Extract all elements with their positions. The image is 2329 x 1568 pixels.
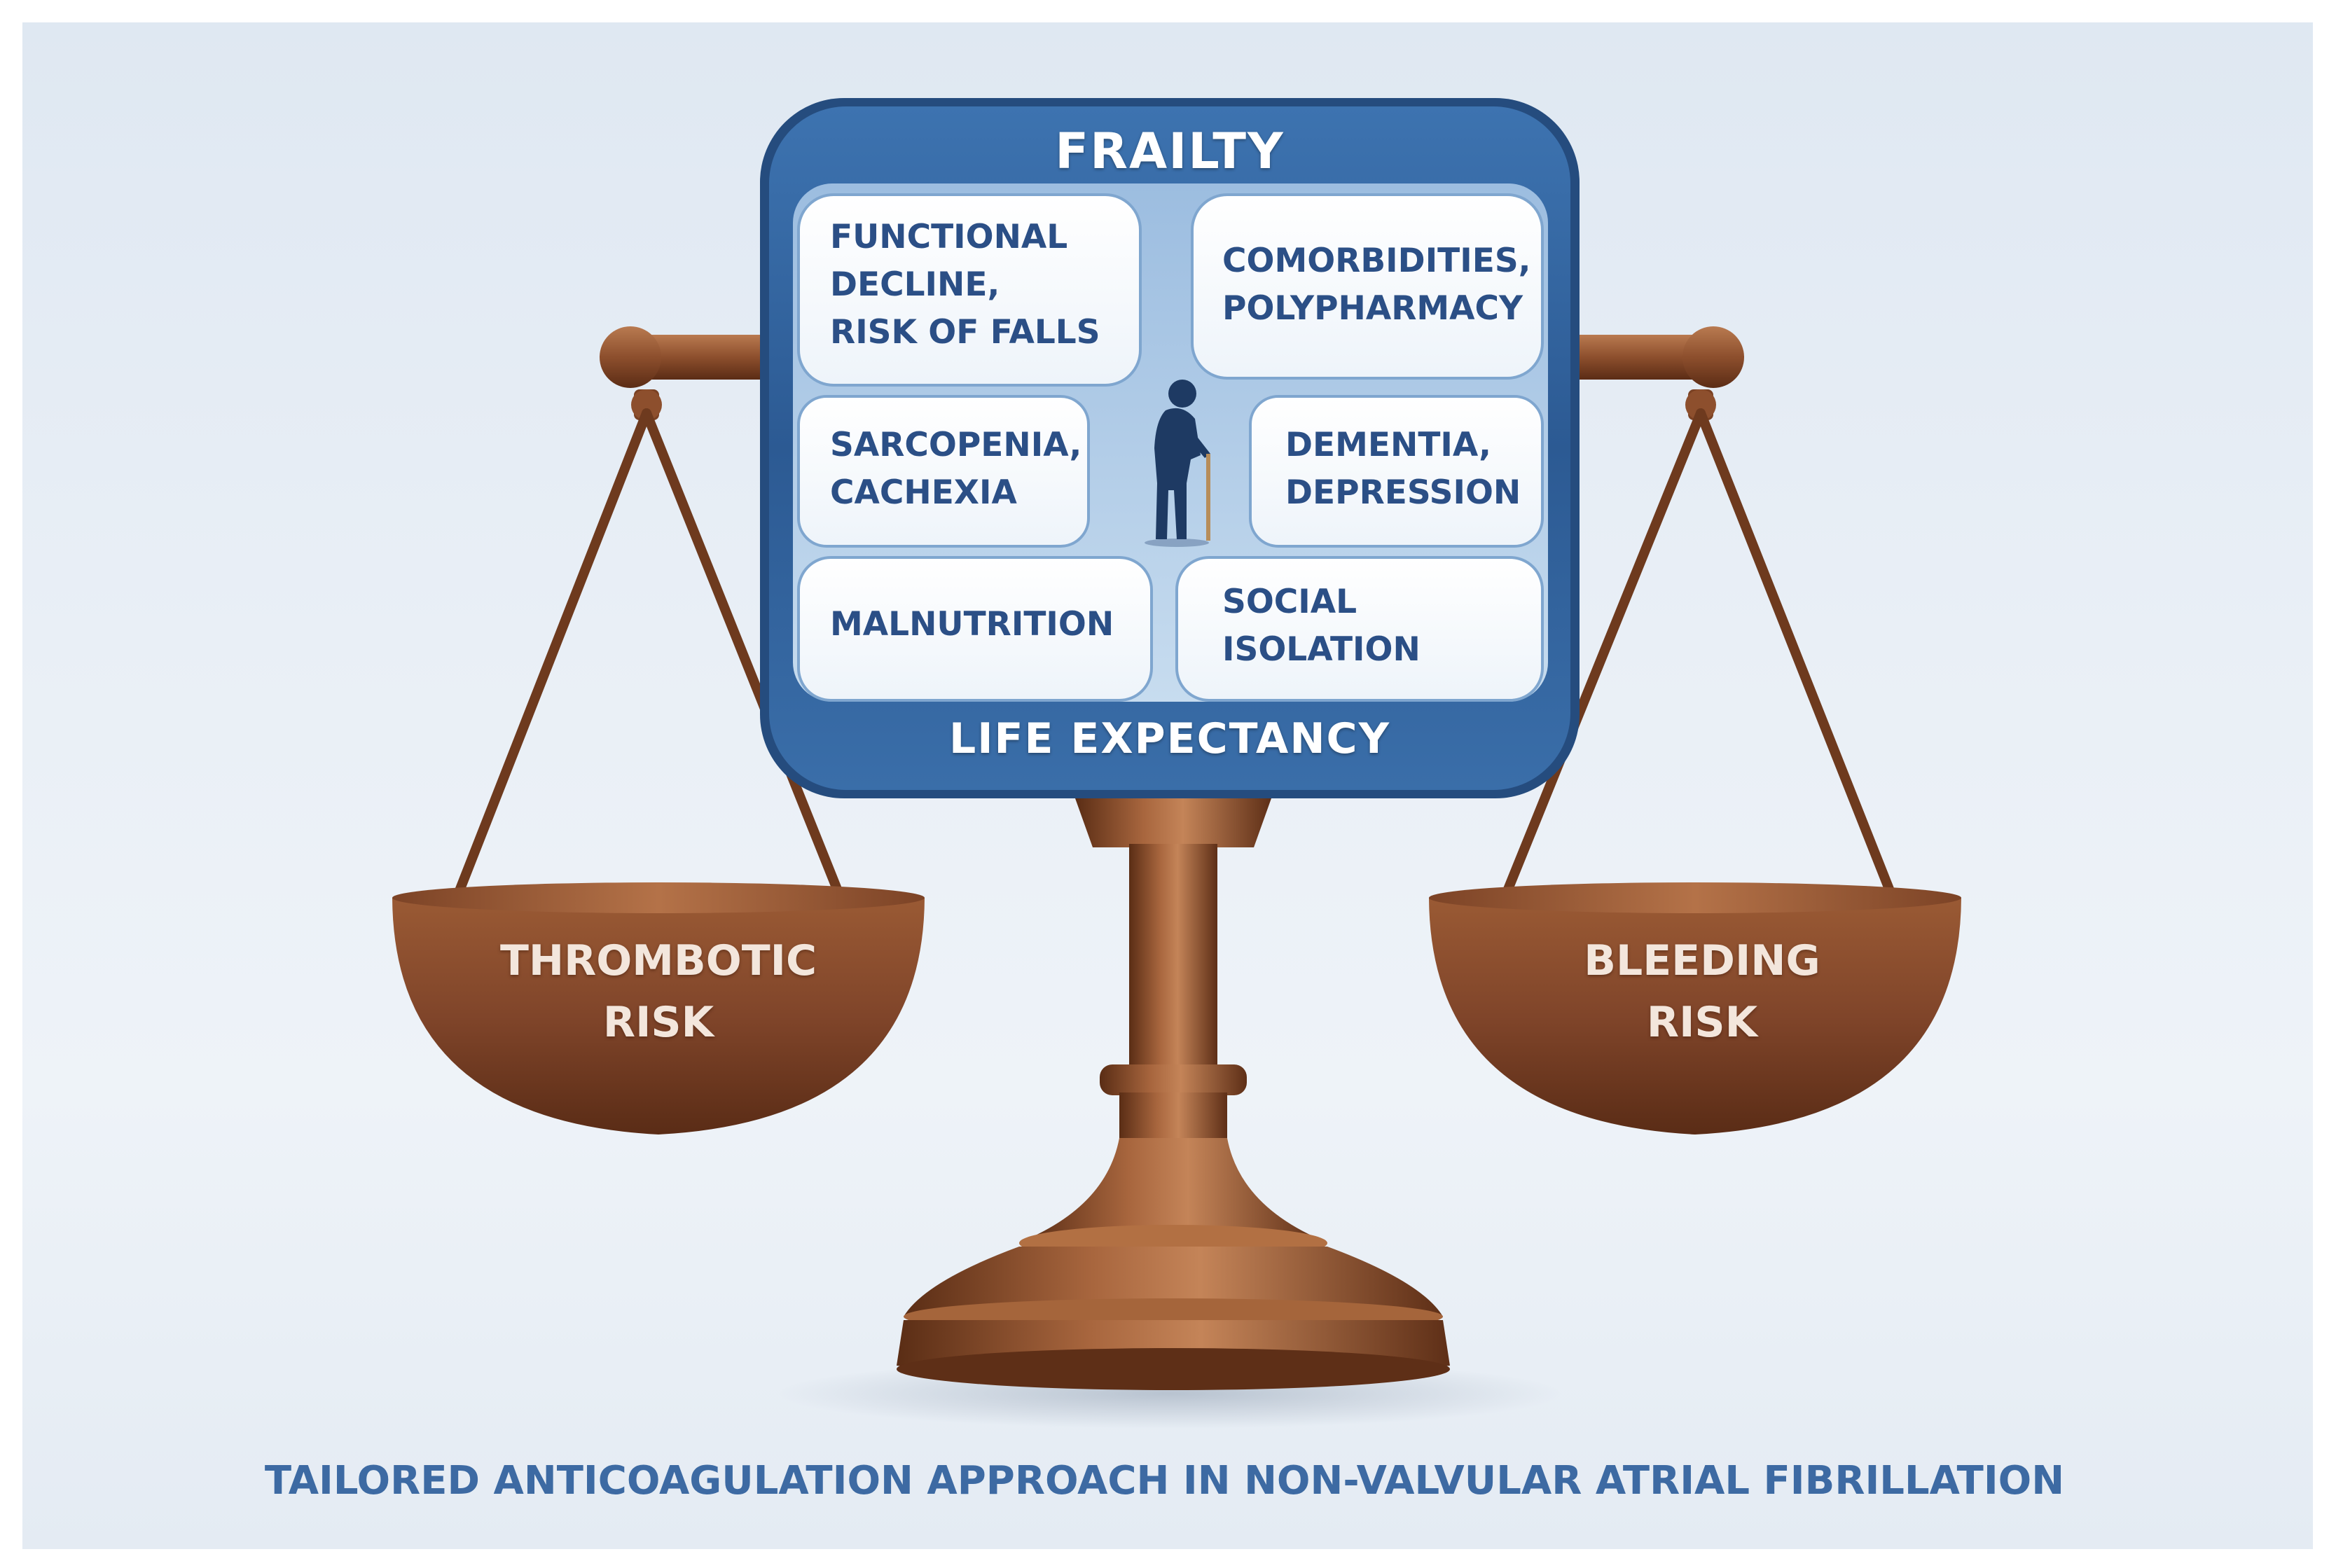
right-pan-label-line-1: BLEEDING	[1584, 936, 1820, 985]
card-social-text: SOCIAL ISOLATION	[1222, 578, 1421, 674]
card-malnutrition-text: MALNUTRITION	[830, 601, 1114, 648]
card-sarcopenia-text: SARCOPENIA, CACHEXIA	[830, 422, 1081, 517]
card-sarcopenia-line-1: SARCOPENIA,	[830, 426, 1082, 464]
card-dementia-line-1: DEMENTIA,	[1285, 426, 1491, 464]
card-functional-text: FUNCTIONAL DECLINE, RISK OF FALLS	[830, 214, 1100, 356]
card-social-line-2: ISOLATION	[1222, 630, 1421, 669]
card-social	[1175, 556, 1544, 702]
card-functional-line-1: FUNCTIONAL	[830, 218, 1068, 256]
card-dementia-line-2: DEPRESSION	[1285, 473, 1521, 512]
elderly-person-with-cane-icon	[1145, 380, 1210, 547]
card-dementia-text: DEMENTIA, DEPRESSION	[1285, 422, 1521, 517]
card-dementia	[1249, 395, 1544, 548]
card-functional-line-3: RISK OF FALLS	[830, 313, 1100, 352]
left-pan-label-line-2: RISK	[602, 998, 714, 1047]
card-comorbidities-line-1: COMORBIDITIES,	[1222, 242, 1531, 280]
card-malnutrition-line-1: MALNUTRITION	[830, 605, 1114, 644]
card-functional	[797, 193, 1142, 387]
right-pan	[1429, 882, 1961, 1135]
scale-stand	[897, 798, 1450, 1390]
card-comorbidities-text: COMORBIDITIES, POLYPHARMACY	[1222, 237, 1531, 333]
left-pan-label-line-1: THROMBOTIC	[499, 936, 817, 985]
card-sarcopenia-line-2: CACHEXIA	[830, 473, 1017, 512]
left-pan	[392, 882, 925, 1135]
card-social-line-1: SOCIAL	[1222, 583, 1357, 621]
right-pan-label: BLEEDING RISK	[1492, 930, 1912, 1053]
card-malnutrition	[797, 556, 1153, 702]
card-comorbidities	[1191, 193, 1544, 380]
panel-footer: LIFE EXPECTANCY	[948, 714, 1391, 763]
card-sarcopenia	[797, 395, 1090, 548]
scale-strings	[452, 408, 1898, 903]
diagram-caption: TAILORED ANTICOAGULATION APPROACH IN NON…	[264, 1458, 2065, 1504]
card-comorbidities-line-2: POLYPHARMACY	[1222, 289, 1523, 328]
right-pan-label-line-2: RISK	[1646, 998, 1758, 1047]
panel-title: FRAILTY	[1055, 123, 1285, 180]
card-functional-line-2: DECLINE,	[830, 265, 1000, 304]
left-pan-label: THROMBOTIC RISK	[448, 930, 869, 1053]
